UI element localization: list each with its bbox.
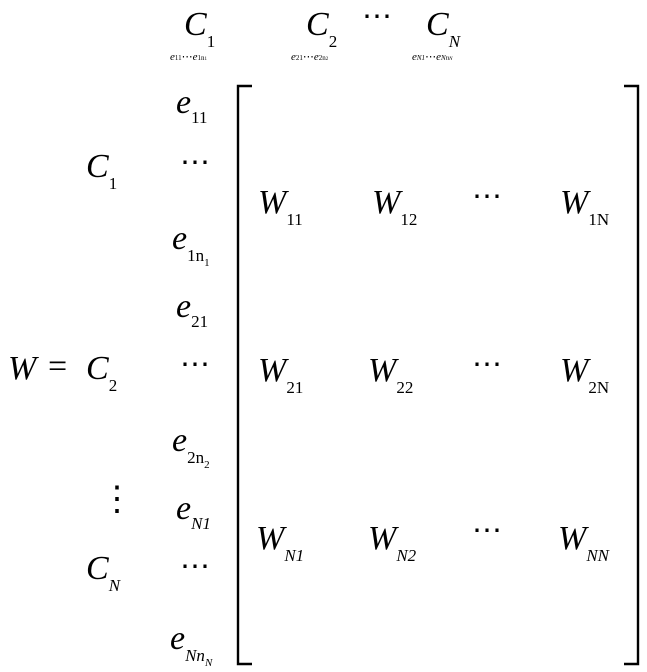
- matrix-cell-w21: W21: [258, 352, 304, 397]
- matrix-ellipsis-2: ⋯: [472, 348, 503, 381]
- top-range-cn: eN1⋯eNnN: [412, 51, 453, 63]
- matrix-cell-w22: W22: [368, 352, 414, 397]
- matrix-cell-wn2: WN2: [368, 520, 417, 565]
- top-cluster-c2: C2: [306, 6, 338, 51]
- matrix-ellipsis-1: ⋯: [472, 180, 503, 213]
- left-element-e11: e11: [176, 84, 208, 127]
- left-cluster-c1: C1: [86, 148, 118, 193]
- top-ellipsis: ⋯: [362, 0, 393, 33]
- matrix-cell-w12: W12: [372, 184, 418, 229]
- left-element-ennn: eNnN: [170, 620, 213, 669]
- top-range-c1: e11⋯e1n1: [170, 51, 208, 63]
- matrix-cell-wn1: WN1: [256, 520, 305, 565]
- left-ellipsis-3: ⋯: [180, 550, 211, 583]
- left-vdots: ⋮: [100, 481, 135, 518]
- right-bracket: [624, 84, 640, 666]
- matrix-cell-w11: W11: [258, 184, 303, 229]
- left-element-e21: e21: [176, 288, 209, 331]
- top-cluster-cn: CN: [426, 6, 461, 51]
- left-cluster-c2: C2: [86, 350, 118, 395]
- matrix-cell-wnn: WNN: [558, 520, 610, 565]
- lhs-w: W: [8, 350, 37, 387]
- left-cluster-cn: CN: [86, 550, 121, 595]
- left-element-en1: eN1: [176, 490, 211, 533]
- left-element-e1n1: e1n1: [172, 220, 210, 269]
- matrix-cell-w1n: W1N: [560, 184, 610, 229]
- top-cluster-c1: C1: [184, 6, 216, 51]
- equals-sign: =: [48, 348, 68, 385]
- left-element-e2n2: e2n2: [172, 422, 210, 471]
- matrix-ellipsis-3: ⋯: [472, 514, 503, 547]
- left-ellipsis-1: ⋯: [180, 146, 211, 179]
- matrix-cell-w2n: W2N: [560, 352, 610, 397]
- left-bracket: [236, 84, 252, 666]
- top-range-c2: e21⋯e2n2: [291, 51, 329, 63]
- left-ellipsis-2: ⋯: [180, 348, 211, 381]
